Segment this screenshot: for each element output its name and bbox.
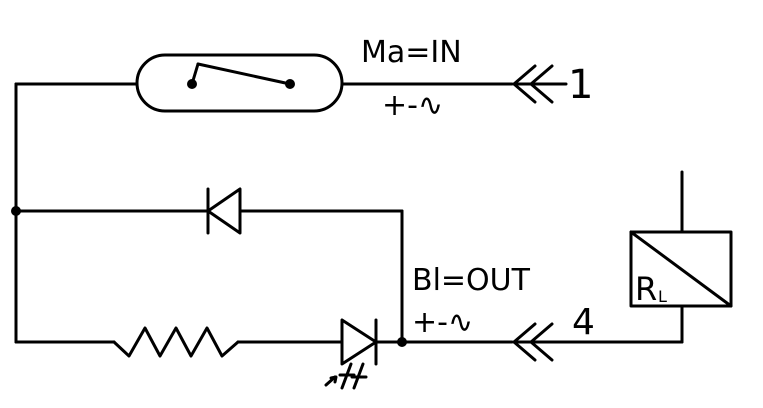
junction-output: [397, 337, 407, 347]
input-name-label: Ma=IN: [361, 35, 462, 70]
input-pin-label: 1: [568, 62, 593, 108]
diode-icon: [206, 187, 242, 235]
output-pin-label: 4: [572, 302, 595, 343]
reed-switch: [135, 53, 344, 113]
load-main-label: R: [635, 270, 657, 308]
led-icon: [324, 318, 378, 390]
resistor-icon: [112, 326, 240, 358]
output-name-label: Bl=OUT: [412, 263, 531, 298]
output-type-label: +-∿: [412, 305, 473, 340]
load-relay-icon: [629, 170, 733, 344]
diode-branch: [14, 209, 404, 344]
output-connector-icon: [512, 322, 684, 362]
input-type-label: +-∿: [382, 88, 443, 123]
input-connector-icon: [512, 64, 568, 104]
load-sub-label: L: [658, 287, 667, 306]
left-wire: [11, 82, 21, 344]
